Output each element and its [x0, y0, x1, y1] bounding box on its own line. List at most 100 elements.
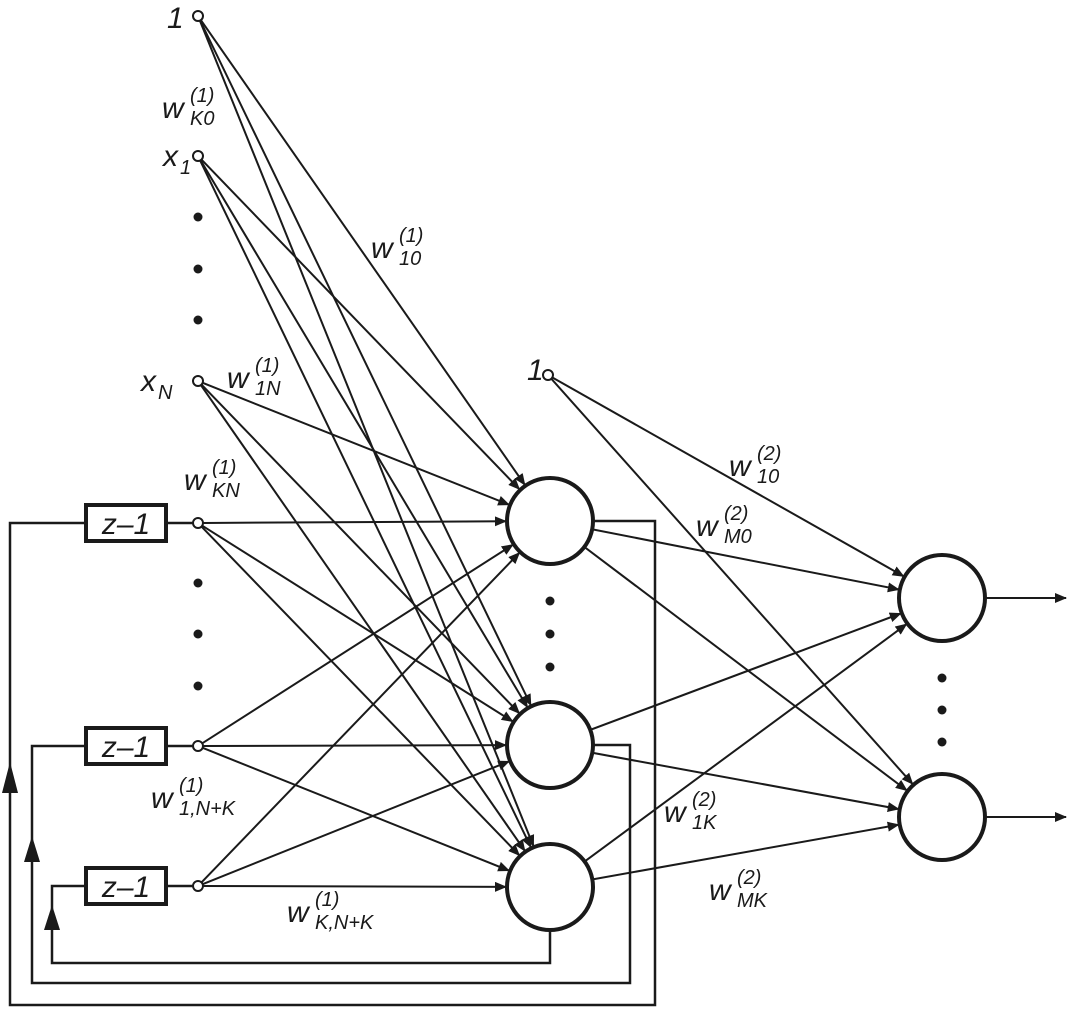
input-to-hidden-edge [201, 543, 514, 745]
delay-label: z–1 [101, 731, 150, 764]
hidden-to-output-edge [554, 612, 902, 745]
arrow-up-icon [44, 905, 60, 930]
hidden-to-output-edge [553, 523, 908, 792]
input-to-hidden-edge [199, 160, 532, 849]
input-node [192, 880, 204, 892]
input-to-hidden-edge [200, 551, 521, 884]
hidden-to-output-edge [554, 821, 900, 888]
svg-text:M0: M0 [724, 526, 752, 548]
weight-label-w1K: w(2)1K [664, 789, 718, 834]
input-to-hidden-edge [201, 524, 514, 723]
ellipsis-dot [193, 681, 203, 691]
hidden-to-output-edge [554, 744, 900, 812]
weight-label-w10_1: w(1)10 [371, 225, 423, 270]
svg-text:(2): (2) [757, 443, 781, 465]
hidden-to-output-edge [550, 378, 914, 785]
nodes [192, 10, 987, 932]
ellipsis-dot [545, 629, 555, 639]
svg-text:(1): (1) [255, 355, 279, 377]
connections [198, 19, 1067, 892]
input-to-hidden-edge [202, 516, 508, 527]
delay-box-2: z–1 [84, 726, 168, 766]
svg-text:K0: K0 [190, 108, 214, 130]
svg-text:(2): (2) [724, 503, 748, 525]
weight-label-w1NK: w(1)1,N+K [151, 775, 237, 820]
output-neuron [897, 772, 987, 862]
feedback-loop-2 [30, 743, 632, 985]
svg-text:w: w [227, 362, 251, 395]
svg-text:w: w [184, 464, 208, 497]
output-bias-label: 1 [527, 354, 544, 387]
feedback-loops [8, 519, 657, 1007]
svg-text:w: w [151, 782, 175, 815]
svg-text:K,N+K: K,N+K [315, 912, 375, 934]
ellipsis-dot [937, 705, 947, 715]
hidden-neuron [505, 700, 595, 790]
delay-label: z–1 [101, 871, 150, 904]
ellipsis-dot [193, 264, 203, 274]
weight-label-wKN: w(1)KN [184, 457, 240, 502]
input-node [192, 10, 204, 22]
feedback-arrows [2, 762, 60, 930]
svg-text:w: w [162, 92, 186, 125]
input-node [192, 517, 204, 529]
input-to-hidden-edge [199, 20, 532, 707]
svg-text:(2): (2) [737, 867, 761, 889]
svg-text:(1): (1) [212, 457, 236, 479]
input-node [192, 740, 204, 752]
svg-text:w: w [371, 232, 395, 265]
ellipsis-dot [193, 315, 203, 325]
input-node [192, 150, 204, 162]
input-to-hidden-edge [202, 740, 508, 751]
svg-text:(1): (1) [399, 225, 423, 247]
hidden-to-output-edge [554, 520, 900, 593]
svg-text:(2): (2) [692, 789, 716, 811]
ellipsis-dot [937, 673, 947, 683]
svg-text:MK: MK [737, 890, 769, 912]
weight-label-wK0: w(1)K0 [162, 85, 214, 130]
hidden-neuron [505, 476, 595, 566]
ellipsis-dot [545, 662, 555, 672]
weight-label-w1N: w(1)1N [227, 355, 281, 400]
delay-box-3: z–1 [84, 866, 168, 906]
svg-text:w: w [287, 896, 311, 929]
svg-text:10: 10 [399, 248, 421, 270]
ellipsis-dot [937, 737, 947, 747]
arrow-up-icon [2, 762, 18, 793]
weight-label-wM0: w(2)M0 [696, 503, 752, 548]
ellipsis-dot [545, 596, 555, 606]
svg-text:1,N+K: 1,N+K [179, 798, 237, 820]
hidden-neuron [505, 842, 595, 932]
input-to-hidden-edge [202, 760, 511, 886]
input-node [542, 369, 554, 381]
svg-text:(1): (1) [190, 85, 214, 107]
svg-text:(1): (1) [179, 775, 203, 797]
svg-text:(1): (1) [315, 889, 339, 911]
svg-text:1K: 1K [692, 812, 718, 834]
weight-label-w10_2: w(2)10 [729, 443, 781, 488]
hidden-to-output-edge [553, 623, 908, 885]
weight-labels: w(1)K0w(1)10w(1)1Nw(1)KNw(1)1,N+Kw(1)K,N… [151, 85, 781, 934]
input-to-hidden-edge [199, 159, 529, 709]
feedback-loop-1 [8, 519, 657, 1007]
ellipsis-dot [193, 578, 203, 588]
ellipsis-dot [193, 212, 203, 222]
input-to-hidden-edge [200, 525, 521, 857]
ellipsis-dots [193, 212, 947, 747]
input-to-hidden-edge [200, 158, 521, 491]
svg-text:10: 10 [757, 466, 779, 488]
delay-boxes: z–1 z–1 z–1 [84, 503, 168, 906]
input-to-hidden-edge [198, 20, 535, 848]
input-node [192, 375, 204, 387]
input-to-hidden-edge [200, 383, 521, 715]
svg-text:w: w [729, 450, 753, 483]
input-bias-label: 1 [167, 2, 184, 35]
hidden-to-output-edge [551, 376, 905, 578]
ellipsis-dot [193, 629, 203, 639]
input-to-hidden-edge [202, 381, 511, 506]
svg-text:1N: 1N [255, 378, 281, 400]
